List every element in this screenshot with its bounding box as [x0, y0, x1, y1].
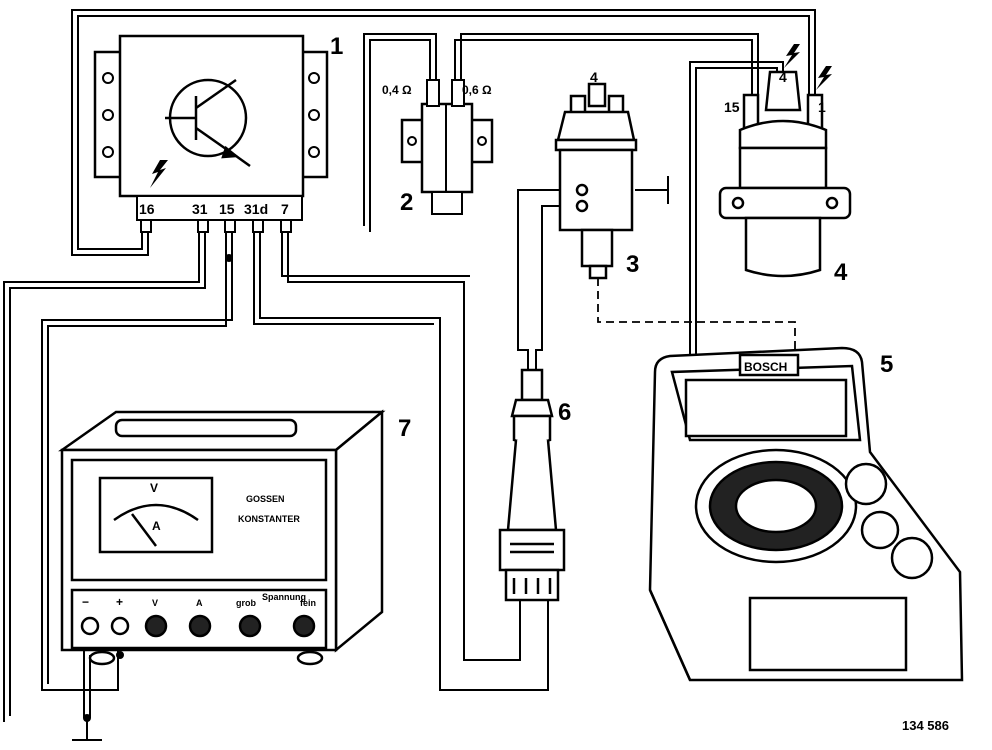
component-4-label: 4: [834, 259, 848, 286]
wiring: [3, 9, 816, 741]
distributor-terminal-label: 4: [590, 69, 598, 85]
resistor-right-value: 0,6 Ω: [462, 83, 492, 97]
ignition-coil: [718, 70, 852, 278]
knob-label-a: A: [196, 598, 203, 608]
plug-connector: [498, 368, 566, 602]
transistor-icon: [165, 78, 251, 168]
supply-brand: GOSSEN: [246, 494, 285, 504]
terminal-31d-label: 31d: [244, 201, 268, 217]
meter-v-label: V: [150, 481, 158, 495]
coil-terminal-15-label: 15: [724, 99, 740, 115]
terminal-16-label: 16: [139, 201, 155, 217]
terminal-15-label: 15: [219, 201, 235, 217]
knob-label-spannung: Spannung: [262, 592, 306, 602]
component-7-label: 7: [398, 415, 411, 442]
series-resistor: [400, 79, 494, 215]
component-6-label: 6: [558, 399, 571, 426]
coil-terminal-1-label: 1: [818, 99, 826, 115]
polarity-plus: +: [116, 595, 123, 609]
knob-label-fein: fein: [300, 598, 316, 608]
coil-terminal-4-label: 4: [779, 69, 787, 85]
terminal-31-label: 31: [192, 201, 208, 217]
figure-number: 134 586: [902, 718, 949, 733]
resistor-left-value: 0,4 Ω: [382, 83, 412, 97]
bosch-tester: [648, 346, 964, 682]
tester-brand: BOSCH: [744, 360, 787, 374]
high-voltage-icon: [150, 160, 168, 188]
meter-a-label: A: [152, 519, 161, 533]
control-unit: 16 31 15 31d 7: [93, 34, 329, 233]
power-supply: [58, 409, 386, 666]
supply-model: KONSTANTER: [238, 514, 300, 524]
knob-label-v: V: [152, 598, 158, 608]
knob-label-grob: grob: [236, 598, 256, 608]
terminal-7-label: 7: [281, 201, 289, 217]
component-5-label: 5: [880, 351, 893, 378]
polarity-minus: −: [82, 595, 89, 609]
component-2-label: 2: [400, 189, 413, 216]
high-voltage-icon: [816, 66, 832, 90]
component-1-label: 1: [330, 33, 343, 60]
component-3-label: 3: [626, 251, 639, 278]
ignition-distributor: [554, 82, 638, 280]
high-voltage-icon: [784, 44, 800, 68]
